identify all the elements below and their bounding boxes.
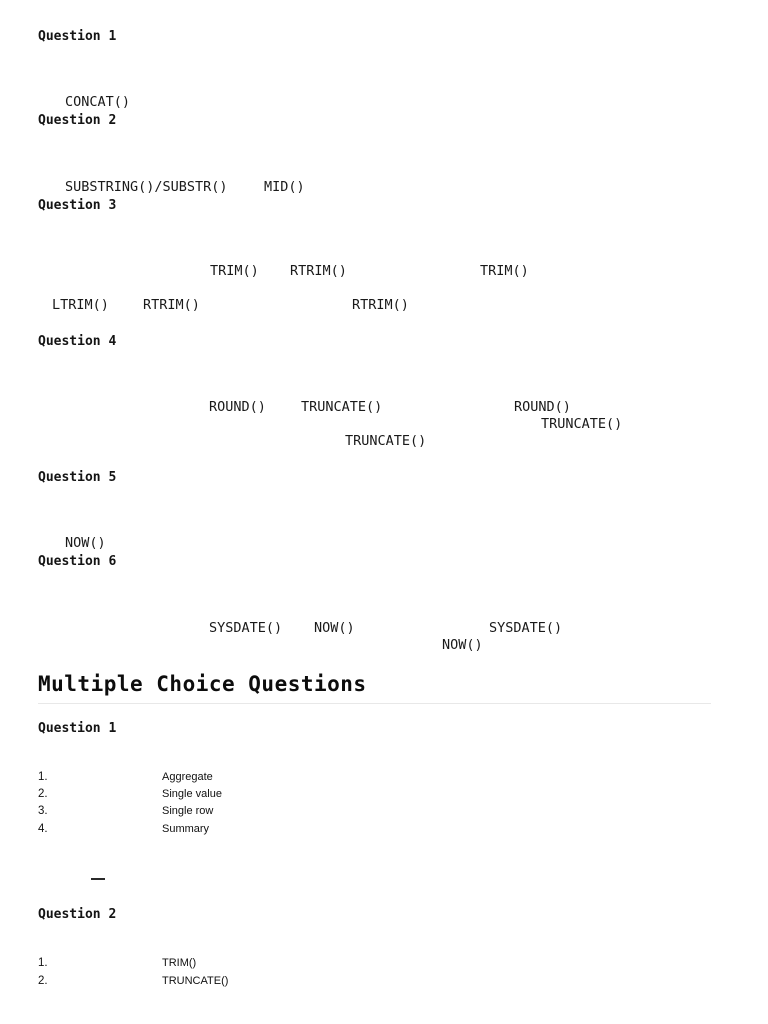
- question-heading-3: Question 3: [38, 198, 117, 213]
- mcq-question-heading-1: Question 1: [38, 721, 117, 736]
- question-heading-4: Question 4: [38, 334, 117, 349]
- code-token: ROUND(): [514, 399, 571, 415]
- question-heading-1: Question 1: [38, 29, 117, 44]
- code-token: CONCAT(): [65, 94, 131, 110]
- code-token: TRIM(): [210, 263, 259, 279]
- section-title-multiple-choice: Multiple Choice Questions: [38, 672, 367, 696]
- mcq-option-number[interactable]: 2.: [38, 788, 48, 800]
- question-heading-6: Question 6: [38, 554, 117, 569]
- code-token: SYSDATE(): [209, 620, 283, 636]
- code-token: NOW(): [65, 535, 106, 551]
- section-divider: [38, 703, 711, 704]
- code-token: MID(): [264, 179, 305, 195]
- em-dash-mark: [91, 878, 105, 880]
- code-token: LTRIM(): [52, 297, 109, 313]
- code-token: TRUNCATE(): [345, 433, 427, 449]
- code-token: RTRIM(): [143, 297, 200, 313]
- code-token: NOW(): [442, 637, 483, 653]
- mcq-question-heading-2: Question 2: [38, 907, 117, 922]
- code-token: ROUND(): [209, 399, 266, 415]
- mcq-option-text[interactable]: Aggregate: [162, 771, 213, 783]
- mcq-option-text[interactable]: TRUNCATE(): [162, 975, 229, 987]
- code-token: NOW(): [314, 620, 355, 636]
- mcq-option-text[interactable]: TRIM(): [162, 957, 197, 969]
- code-token: SYSDATE(): [489, 620, 563, 636]
- mcq-option-number[interactable]: 1.: [38, 771, 48, 783]
- mcq-option-number[interactable]: 1.: [38, 957, 48, 969]
- code-token: SUBSTRING()/SUBSTR(): [65, 179, 228, 195]
- code-token: TRIM(): [480, 263, 529, 279]
- question-heading-5: Question 5: [38, 470, 117, 485]
- mcq-option-text[interactable]: Summary: [162, 823, 210, 835]
- mcq-option-text[interactable]: Single value: [162, 788, 222, 800]
- code-token: RTRIM(): [352, 297, 409, 313]
- code-token: TRUNCATE(): [301, 399, 383, 415]
- mcq-option-text[interactable]: Single row: [162, 805, 214, 817]
- question-heading-2: Question 2: [38, 113, 117, 128]
- mcq-option-number[interactable]: 3.: [38, 805, 48, 817]
- mcq-option-number[interactable]: 4.: [38, 823, 48, 835]
- code-token: TRUNCATE(): [541, 416, 623, 432]
- code-token: RTRIM(): [290, 263, 347, 279]
- mcq-option-number[interactable]: 2.: [38, 975, 48, 987]
